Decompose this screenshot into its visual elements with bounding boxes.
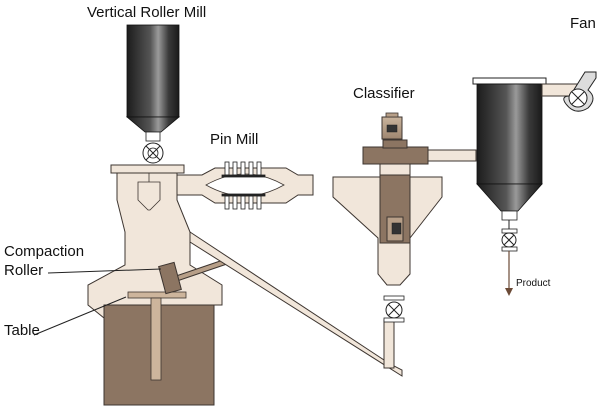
rotary-valve-icon: [501, 228, 518, 252]
fan-blower-icon: [563, 71, 597, 112]
motor-icon: [381, 112, 403, 140]
dust-collector: [472, 71, 597, 296]
leader-line-compaction: [47, 268, 162, 274]
label-compaction: Compaction: [4, 243, 84, 260]
leader-line-table: [33, 296, 127, 336]
vertical-roller-mill: [87, 24, 229, 406]
collector-cone: [476, 183, 543, 212]
classifier-top-beam: [362, 146, 429, 165]
classifier: [332, 112, 477, 286]
mill-table: [127, 291, 187, 381]
pin-mill-pins: [221, 161, 266, 210]
feed-hopper-cone: [125, 116, 181, 133]
label-fan: Fan: [570, 15, 596, 32]
label-pin-mill: Pin Mill: [210, 131, 258, 148]
arrow-down-icon: [505, 251, 513, 296]
pin-mill: [176, 161, 314, 210]
compaction-roller: [158, 258, 229, 295]
label-table: Table: [4, 322, 40, 339]
label-product: Product: [516, 278, 551, 289]
collector-body: [476, 83, 543, 185]
classifier-outlet-duct: [427, 149, 477, 162]
rotary-valve-icon: [142, 142, 164, 164]
label-roller: Roller: [4, 262, 43, 279]
mill-top-plate: [110, 164, 185, 174]
feed-hopper: [126, 24, 180, 118]
motor-icon: [386, 216, 404, 242]
label-classifier: Classifier: [353, 85, 415, 102]
label-vertical-roller-mill: Vertical Roller Mill: [87, 4, 206, 21]
mill-inner-cone: [137, 181, 161, 211]
collector-cap: [472, 77, 547, 85]
rotary-valve-icon: [383, 295, 405, 323]
